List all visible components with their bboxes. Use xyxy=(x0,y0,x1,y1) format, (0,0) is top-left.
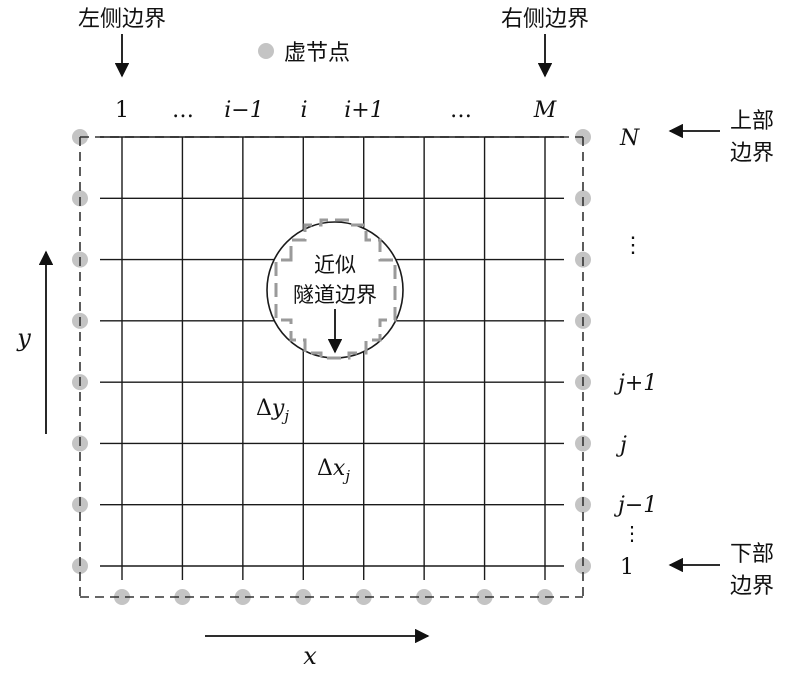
row-label-j: j xyxy=(615,433,627,458)
x-axis-label: x xyxy=(303,642,317,670)
ghost-node-bottom-6 xyxy=(416,589,433,605)
row-labels: N ⋮ j+1 j j−1 ⋮ 1 xyxy=(613,126,657,580)
delta-y-symbol: Δ xyxy=(256,396,272,421)
row-label-j-minus-1: j−1 xyxy=(613,493,657,518)
col-label-dots-right: … xyxy=(450,98,472,123)
ghost-node-bottom-7 xyxy=(476,589,493,605)
bottom-boundary-label-line2: 边界 xyxy=(730,574,774,599)
approx-tunnel-boundary xyxy=(274,218,397,360)
row-label-N: N xyxy=(619,126,640,151)
col-label-dots-left: … xyxy=(172,98,194,123)
col-label-i-plus-1: i+1 xyxy=(344,98,383,123)
tunnel-label-line2: 隧道边界 xyxy=(293,283,377,307)
legend: 虚节点 xyxy=(258,41,350,66)
col-label-M: M xyxy=(533,98,557,123)
tunnel-label-line1: 近似 xyxy=(314,253,356,277)
y-axis-annotation: y xyxy=(16,250,54,434)
col-label-i-minus-1: i−1 xyxy=(224,98,263,123)
delta-y-label: Δyj xyxy=(256,396,289,425)
ghost-node-bottom-1 xyxy=(114,589,130,605)
col-label-1: 1 xyxy=(115,98,129,123)
left-boundary-label: 左侧边界 xyxy=(78,7,166,32)
bottom-boundary-label-line1: 下部 xyxy=(730,542,774,567)
col-label-i: i xyxy=(300,98,307,123)
y-axis-label: y xyxy=(16,324,31,352)
grid-ticks xyxy=(100,136,564,580)
row-label-1: 1 xyxy=(620,555,634,580)
ghost-node-legend-icon xyxy=(258,43,274,59)
top-boundary-label-line2: 边界 xyxy=(730,141,774,166)
delta-x-symbol: Δ xyxy=(317,456,333,481)
tunnel-boundary: 近似 隧道边界 xyxy=(266,218,404,360)
ghost-node-bottom-2 xyxy=(174,589,191,605)
row-label-j-plus-1: j+1 xyxy=(613,371,657,396)
ghost-nodes xyxy=(72,129,591,605)
ghost-node-bottom-4 xyxy=(295,589,312,605)
ghost-node-bottom-3 xyxy=(234,589,251,605)
ghost-node-bottom-5 xyxy=(355,589,372,605)
top-boundary-annotation: 上部 边界 xyxy=(668,109,774,166)
x-axis-annotation: x xyxy=(205,628,430,670)
bottom-boundary-annotation: 下部 边界 xyxy=(668,542,774,599)
delta-y-var: y xyxy=(271,396,285,421)
left-boundary-annotation: 左侧边界 xyxy=(78,7,166,78)
ghost-boundary xyxy=(79,136,584,598)
row-label-vdots-bottom: ⋮ xyxy=(622,521,642,545)
column-labels: 1 … i−1 i i+1 … M xyxy=(115,98,557,123)
delta-x-var: x xyxy=(333,456,346,481)
top-boundary-label-line1: 上部 xyxy=(730,109,774,134)
delta-x-sub: j xyxy=(342,467,350,485)
legend-label: 虚节点 xyxy=(284,41,350,66)
delta-y-sub: j xyxy=(281,407,289,425)
right-boundary-label: 右侧边界 xyxy=(501,7,589,32)
right-boundary-annotation: 右侧边界 xyxy=(501,7,589,78)
delta-x-label: Δxj xyxy=(317,456,350,485)
row-label-vdots-top: ⋮ xyxy=(622,233,644,258)
